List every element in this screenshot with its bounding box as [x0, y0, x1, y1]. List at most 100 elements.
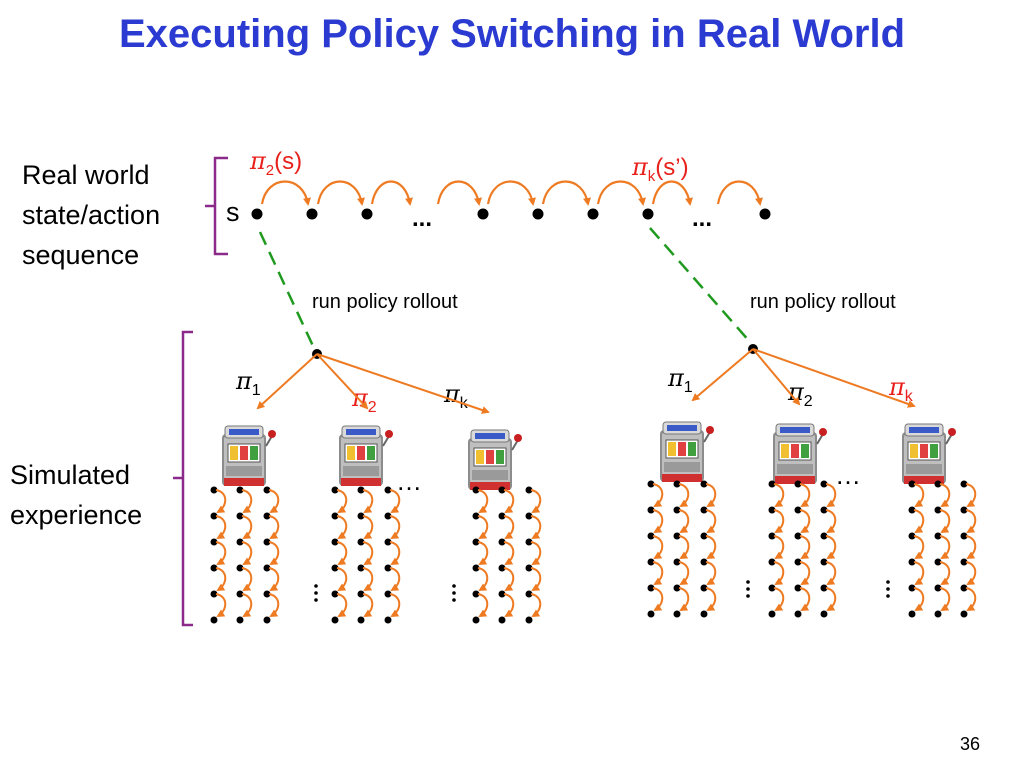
rollout-state-dot	[357, 538, 365, 546]
rollout-step-arrow	[965, 561, 977, 586]
policy-branch-arrow	[752, 348, 916, 408]
rollout-step-arrow	[389, 515, 401, 540]
rollout-state-dot	[820, 506, 828, 514]
rollout-step-arrow	[799, 509, 811, 534]
transition-arrow	[370, 180, 413, 206]
rollout-step-arrow	[825, 483, 837, 508]
rollout-state-dot	[525, 486, 533, 494]
rollout-step-arrow	[530, 489, 542, 514]
real-state-dot	[251, 208, 263, 220]
transition-arrow	[541, 180, 591, 206]
policy-branch-arrow	[752, 348, 801, 406]
rollout-state-dot	[934, 610, 942, 618]
rollout-state-dot	[768, 480, 776, 488]
rollout-state-dot	[498, 486, 506, 494]
rollout-line-left	[258, 231, 315, 347]
rollout-state-dot	[331, 486, 339, 494]
vertical-ellipsis-dot	[746, 587, 750, 591]
real-state-dot	[477, 208, 489, 220]
rollout-step-arrow	[389, 541, 401, 566]
policy-subscript: 1	[251, 381, 261, 399]
rollout-step-arrow	[678, 587, 690, 612]
rollout-step-arrow	[503, 567, 515, 592]
rollout-state-dot	[472, 590, 480, 598]
slot-machine-icon	[221, 425, 277, 487]
rollout-state-dot	[331, 538, 339, 546]
rollout-step-arrow	[241, 515, 253, 540]
rollout-step-arrow	[336, 567, 348, 592]
rollout-state-dot	[934, 532, 942, 540]
rollout-state-dot	[525, 538, 533, 546]
transition-arrow	[716, 180, 763, 206]
policy-branch-arrow	[256, 353, 318, 410]
rollout-step-arrow	[362, 489, 374, 514]
rollout-step-arrow	[336, 515, 348, 540]
rollout-state-dot	[357, 590, 365, 598]
rollout-state-dot	[820, 558, 828, 566]
rollout-step-arrow	[705, 509, 717, 534]
slot-machine-icon	[772, 423, 828, 485]
rollout-state-dot	[263, 512, 271, 520]
vertical-ellipsis-dot	[314, 598, 318, 602]
slot-machine-icon	[467, 429, 523, 491]
rollout-state-dot	[498, 564, 506, 572]
rollout-step-arrow	[652, 561, 664, 586]
rollout-label-left: run policy rollout	[312, 291, 458, 313]
rollout-state-dot	[647, 558, 655, 566]
rollout-state-dot	[384, 590, 392, 598]
rollout-step-arrow	[825, 561, 837, 586]
rollout-state-dot	[794, 584, 802, 592]
rollout-step-arrow	[652, 587, 664, 612]
rollout-state-dot	[794, 558, 802, 566]
rollout-step-arrow	[705, 535, 717, 560]
vertical-ellipsis-dot	[452, 591, 456, 595]
pi-symbol: π	[236, 367, 252, 395]
slot-machine-icon	[659, 421, 715, 483]
rollout-state-dot	[647, 506, 655, 514]
rollout-step-arrow	[241, 541, 253, 566]
rollout-step-arrow	[215, 489, 227, 514]
vertical-ellipsis-dot	[314, 584, 318, 588]
rollout-step-arrow	[965, 483, 977, 508]
rollout-state-dot	[647, 610, 655, 618]
simulated-bracket	[173, 330, 193, 627]
vertical-ellipsis-dot	[314, 591, 318, 595]
real-state-dot	[642, 208, 654, 220]
rollout-step-arrow	[268, 593, 280, 618]
rollout-step-arrow	[215, 515, 227, 540]
rollout-step-arrow	[652, 535, 664, 560]
rollout-step-arrow	[773, 561, 785, 586]
real-sequence-ellipsis: ...	[412, 205, 433, 232]
rollout-state-dot	[236, 616, 244, 624]
rollout-step-arrow	[799, 483, 811, 508]
rollout-state-dot	[820, 532, 828, 540]
rollout-state-dot	[647, 584, 655, 592]
rollout-state-dot	[794, 532, 802, 540]
vertical-ellipsis-dot	[746, 580, 750, 584]
rollout-state-dot	[498, 590, 506, 598]
rollout-step-arrow	[362, 593, 374, 618]
rollout-state-dot	[960, 610, 968, 618]
rollout-state-dot	[236, 538, 244, 546]
rollout-step-arrow	[652, 509, 664, 534]
rollout-state-dot	[794, 610, 802, 618]
rollout-state-dot	[263, 590, 271, 598]
rollout-state-dot	[210, 564, 218, 572]
rollout-state-dot	[908, 532, 916, 540]
rollout-state-dot	[210, 616, 218, 624]
rollout-state-dot	[960, 532, 968, 540]
rollout-state-dot	[357, 512, 365, 520]
rollout-step-arrow	[268, 567, 280, 592]
rollout-step-arrow	[652, 483, 664, 508]
rollout-state-dot	[768, 558, 776, 566]
rollout-step-arrow	[773, 535, 785, 560]
real-world-label-line: sequence	[22, 240, 140, 270]
policy-subscript: 2	[367, 398, 377, 416]
rollout-step-arrow	[939, 587, 951, 612]
rollout-state-dot	[210, 486, 218, 494]
rollout-label-right: run policy rollout	[750, 291, 896, 313]
rollout-state-dot	[673, 480, 681, 488]
pi-symbol: π	[668, 364, 684, 392]
real-world-bracket	[205, 156, 228, 256]
real-sequence-ellipsis: ...	[692, 205, 713, 232]
